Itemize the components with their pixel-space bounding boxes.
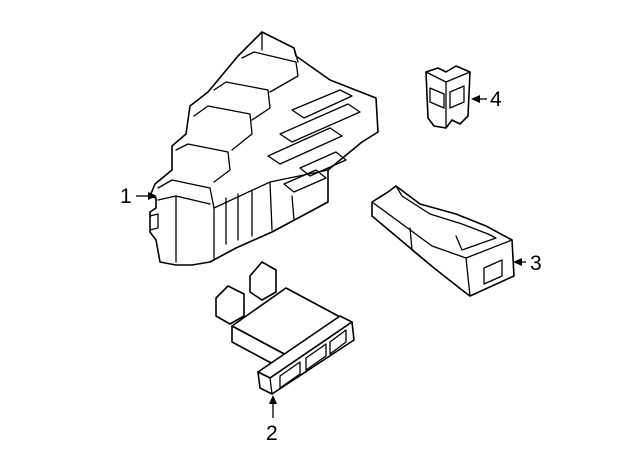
blade-fuse-window-1 (279, 361, 301, 389)
fuse-relay-box-tier-1 (175, 143, 231, 183)
fuse-relay-box-slot-b (279, 103, 361, 143)
callout-1-arrowhead (148, 192, 157, 200)
callout-3-label: 3 (530, 252, 542, 275)
relay-rib-right (449, 85, 465, 109)
fuse-relay-box-slot-d (299, 151, 347, 177)
fuse-relay-box (149, 31, 379, 266)
fuse-relay-box-lower-ledge (213, 169, 329, 209)
fuse-relay-box-front-step (157, 195, 211, 205)
blade-fuse (215, 261, 355, 395)
blade-fuse-prong-front (215, 285, 245, 325)
fuse-relay-box-tier-2 (193, 105, 253, 151)
fuse-relay-box-tier-3 (213, 81, 271, 121)
callout-4-arrowhead (471, 95, 480, 103)
fuse-cover-window (483, 259, 503, 285)
fuse-cover-top-edge (371, 201, 513, 259)
blade-fuse-prong-rear (249, 261, 277, 301)
fuse-cover (371, 185, 515, 297)
callout-3-arrowhead (513, 258, 522, 266)
fuse-relay-box-front-panel (157, 179, 215, 259)
blade-fuse-window-3 (329, 329, 347, 355)
fuse-relay-box-notch (149, 213, 159, 231)
callout-2-arrowhead (269, 395, 277, 404)
callout-2: 2 (266, 395, 278, 445)
blade-fuse-cap-edge (269, 377, 273, 395)
fuse-cover-side-fold (409, 227, 435, 269)
fuse-relay-box-rib-4 (269, 181, 273, 231)
fuse-cover-inner-groove (395, 185, 489, 235)
callout-3: 3 (513, 252, 542, 275)
callout-1-label: 1 (120, 185, 132, 208)
callout-1: 1 (120, 185, 157, 208)
relay-body (425, 65, 471, 129)
fuse-relay-box-top-ridge (261, 31, 299, 63)
fuse-relay-box-rib-5 (291, 195, 295, 221)
callout-4-label: 4 (490, 88, 502, 111)
fuse-relay-box-slot-a (291, 89, 353, 119)
blade-fuse-window-2 (305, 343, 327, 371)
callout-2-label: 2 (266, 422, 278, 445)
relay (425, 65, 471, 129)
fuse-cover-inner-step (455, 233, 497, 251)
fuse-relay-box-top-cap (241, 51, 299, 93)
fuse-cover-front-edge (465, 257, 471, 297)
relay-rib-left (429, 87, 445, 109)
fuse-relay-box-slot-c (267, 127, 343, 165)
fuse-relay-box-outline (149, 31, 379, 266)
callout-4: 4 (471, 88, 502, 111)
